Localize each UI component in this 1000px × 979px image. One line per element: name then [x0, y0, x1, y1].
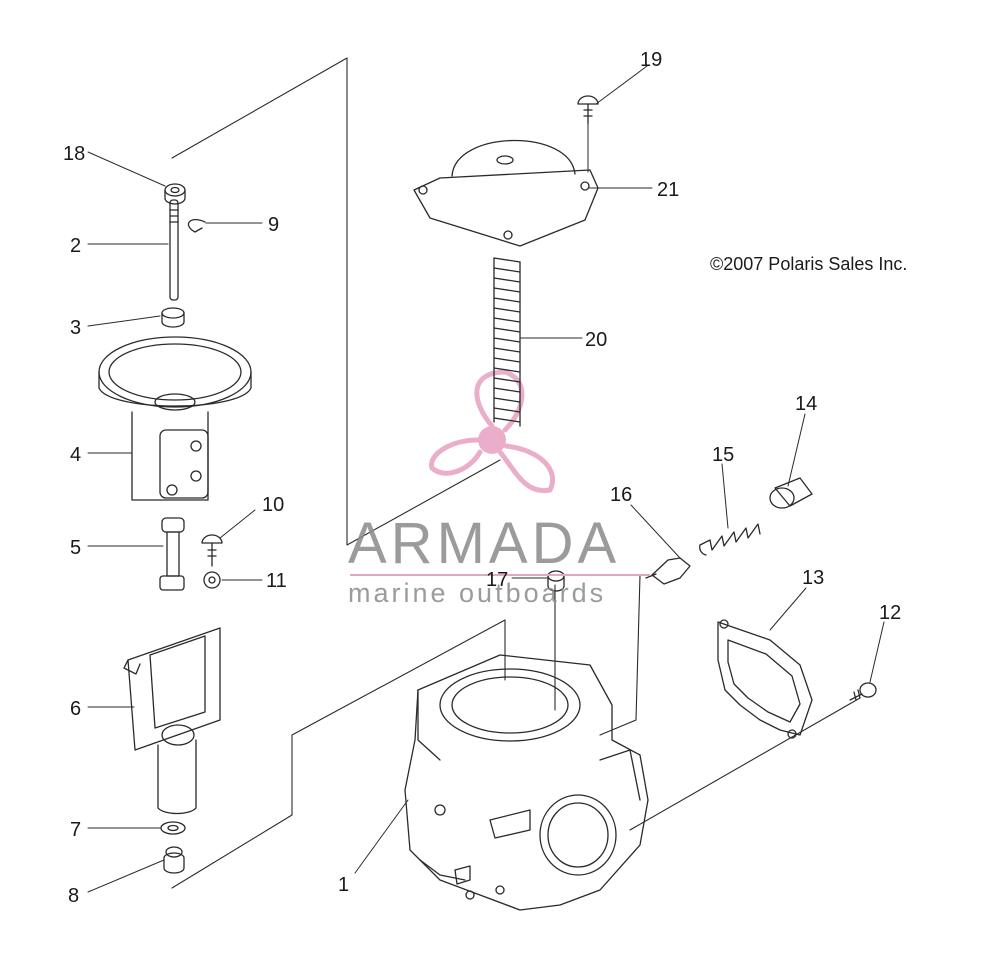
watermark-subtitle: marine outboards: [348, 578, 607, 608]
part-8-jet: [163, 846, 185, 874]
callout-12: 12: [879, 602, 902, 624]
part-18-nut: [164, 183, 186, 205]
part-1-carburetor-body: [404, 654, 649, 911]
callout-5: 5: [70, 537, 82, 559]
callout-15: 15: [712, 444, 735, 466]
part-17-plug: [547, 570, 565, 592]
callout-10: 10: [262, 494, 285, 516]
callout-1: 1: [338, 874, 350, 896]
callout-17: 17: [486, 569, 509, 591]
part-11-washer: [203, 571, 221, 589]
assembly-leader-lines: [171, 57, 861, 889]
callout-3: 3: [70, 317, 82, 339]
part-5-holder: [159, 517, 185, 591]
part-7-oring: [160, 821, 186, 835]
callout-18: 18: [63, 143, 86, 165]
part-20-spring: [493, 257, 521, 427]
part-16-valve: [645, 557, 691, 585]
callout-7: 7: [70, 819, 82, 841]
callout-16: 16: [610, 484, 633, 506]
part-3-spacer: [161, 307, 185, 328]
propeller-icon: [429, 369, 556, 494]
part-15-spring: [699, 523, 761, 556]
callout-4: 4: [70, 444, 82, 466]
part-13-gasket: [717, 619, 813, 739]
callout-19: 19: [640, 49, 663, 71]
callout-13: 13: [802, 567, 825, 589]
watermark-divider: [350, 574, 650, 576]
callout-21: 21: [657, 179, 680, 201]
callout-2: 2: [70, 235, 82, 257]
watermark-title: ARMADA: [348, 511, 621, 576]
part-14-cap: [769, 477, 813, 509]
part-21-top-cover: [413, 139, 599, 247]
part-9-clip: [187, 218, 206, 233]
callout-leaders: [87, 65, 885, 893]
callout-8: 8: [68, 885, 80, 907]
callout-14: 14: [795, 393, 818, 415]
part-2-needle: [169, 199, 179, 301]
callout-20: 20: [585, 329, 608, 351]
callout-11: 11: [266, 570, 287, 592]
callout-9: 9: [268, 214, 280, 236]
part-4-diaphragm: [98, 336, 252, 501]
callout-6: 6: [70, 698, 82, 720]
part-10-screw: [201, 534, 223, 567]
part-6-slide-body: [123, 627, 221, 815]
part-12-screw: [849, 682, 877, 701]
part-19-screw: [577, 95, 599, 125]
copyright-text: ©2007 Polaris Sales Inc.: [710, 254, 908, 274]
